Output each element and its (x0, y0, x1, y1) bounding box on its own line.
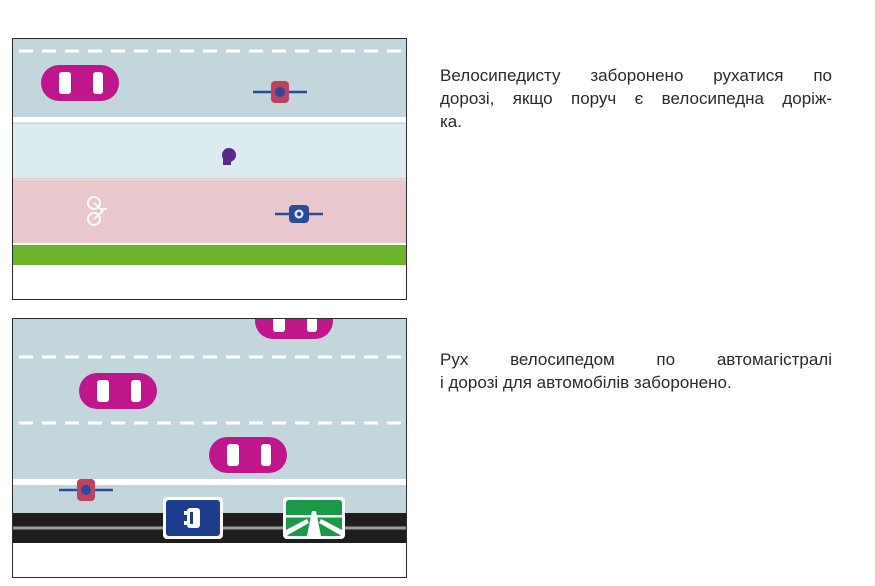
car-road-sign-icon (163, 497, 223, 539)
cyclist-on-road-icon (253, 81, 307, 103)
bike-lane-scene (13, 39, 406, 265)
motorway-scene (13, 319, 406, 543)
grass-strip (13, 245, 406, 265)
illustration-bike-lane (12, 38, 407, 300)
pedestrian-icon (222, 148, 236, 165)
car-icon (255, 319, 333, 339)
cyclist-in-bike-lane-icon (275, 205, 323, 223)
caption-line: і дорозі для автомобілів заборонено. (440, 373, 732, 392)
caption-bike-lane: Велосипедисту заборонено рухатися по дор… (440, 64, 832, 133)
bicycle-marking-icon (87, 196, 107, 226)
caption-line: Рух велосипедом по автомагістралі (440, 350, 832, 369)
car-icon (79, 373, 157, 409)
caption-motorway: Рух велосипедом по автомагістралі і доро… (440, 348, 832, 394)
car-icon (41, 65, 119, 101)
motorway-sign-icon (283, 497, 345, 539)
cyclist-on-road-icon (59, 479, 113, 501)
caption-line: Велосипедисту заборонено рухатися по (440, 66, 832, 85)
bike-lane (13, 180, 406, 243)
caption-line: дорозі, якщо поруч є велосипедна доріж- (440, 89, 832, 108)
illustration-motorway (12, 318, 407, 578)
sidewalk (13, 123, 406, 179)
caption-line: ка. (440, 112, 462, 131)
car-icon (209, 437, 287, 473)
